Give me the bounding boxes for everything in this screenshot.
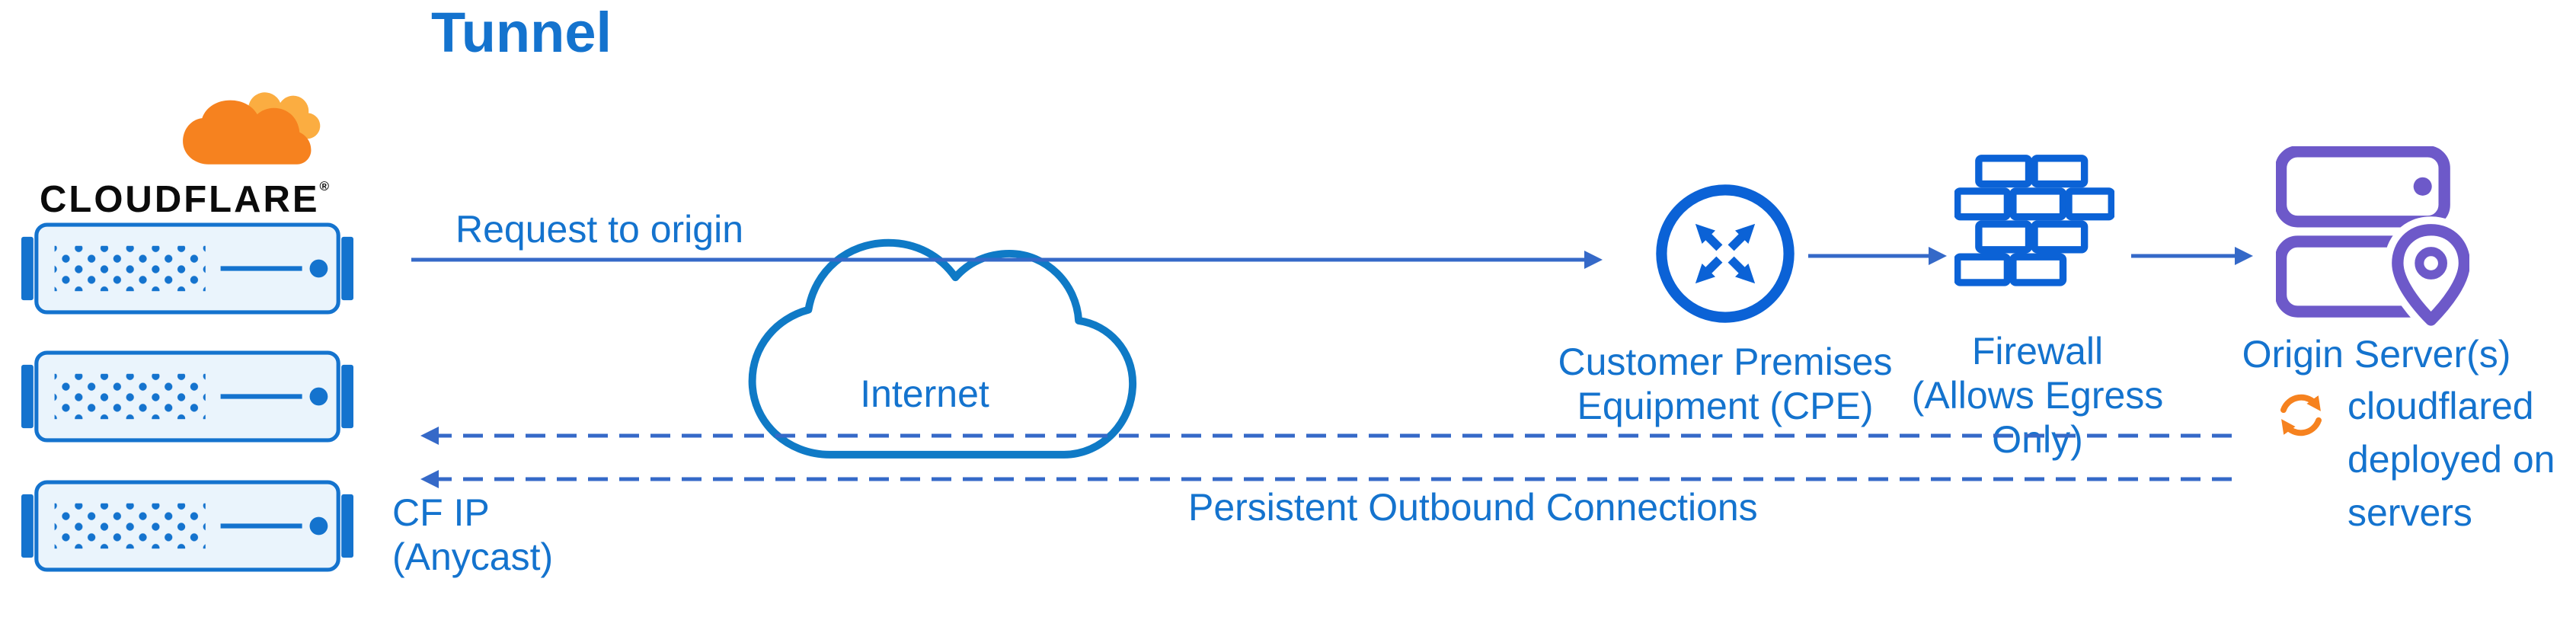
cloudflared-line2: deployed on (2347, 438, 2555, 481)
request-to-origin-label: Request to origin (455, 208, 744, 251)
arrow-right-head (1929, 247, 1947, 265)
registered-mark: ® (319, 179, 330, 193)
cloudflare-wordmark: CLOUDFLARE® (40, 178, 329, 221)
cpe-router-arrows-icon (1653, 181, 1798, 326)
firewall-label-line2: (Allows Egress Only) (1911, 374, 2164, 461)
cf-ip-anycast-label: CF IP (Anycast) (392, 491, 553, 579)
persistent-outbound-label: Persistent Outbound Connections (1188, 486, 1758, 529)
arrow-right-head (1584, 251, 1603, 269)
cloudflared-line1: cloudflared (2347, 385, 2534, 427)
diagram-title: Tunnel (431, 1, 612, 64)
cf-ip-line1: CF IP (392, 491, 490, 534)
cpe-label: Customer Premises Equipment (CPE) (1550, 340, 1900, 428)
edge-server-icon (21, 222, 353, 315)
internet-cloud-icon (707, 225, 1161, 494)
firewall-label: Firewall (Allows Egress Only) (1862, 329, 2213, 462)
cloudflared-label: cloudflared deployed on servers (2347, 379, 2555, 539)
dashed-arrow-left-head (420, 427, 439, 445)
edge-server-icon (21, 350, 353, 443)
dashed-arrow-left-head (420, 470, 439, 488)
origin-servers-label: Origin Server(s) (2242, 333, 2511, 376)
edge-server-icon (21, 479, 353, 573)
arrow-right-head (2235, 247, 2253, 265)
internet-label: Internet (860, 372, 989, 415)
location-pin-icon (2384, 216, 2469, 327)
firewall-label-line1: Firewall (1971, 330, 2104, 372)
cloudflare-cloud-icon (175, 90, 329, 174)
cpe-label-line2: Equipment (CPE) (1577, 385, 1874, 427)
origin-server-stack-icon (2276, 146, 2469, 327)
brand-text: CLOUDFLARE (40, 179, 320, 220)
sync-arrows-icon (2270, 384, 2332, 446)
firewall-bricks-icon (1954, 154, 2114, 303)
cpe-label-line1: Customer Premises (1558, 340, 1893, 383)
cloudflared-line3: servers (2347, 491, 2472, 534)
cf-ip-line2: (Anycast) (392, 535, 554, 578)
